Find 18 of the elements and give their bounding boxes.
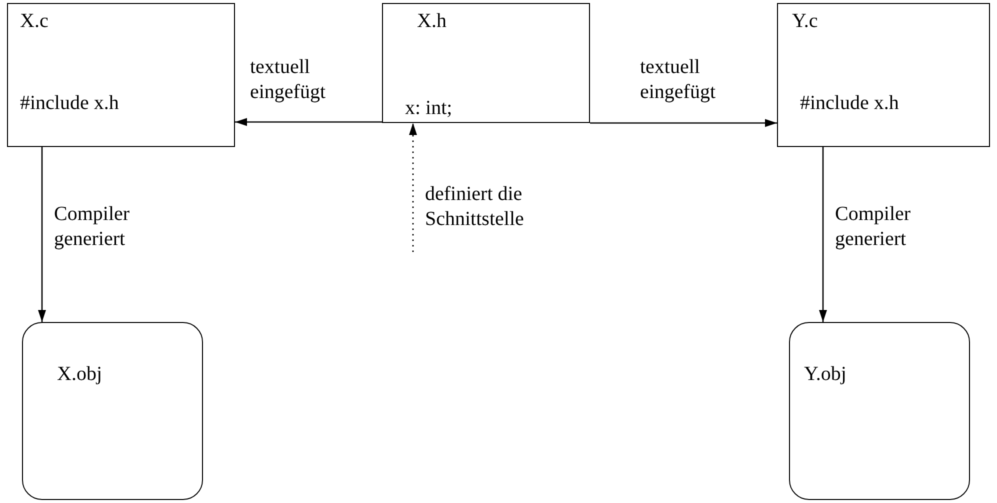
file-box [777, 3, 990, 147]
file-name: X.obj [57, 363, 102, 386]
code-line: #include x.h [800, 92, 899, 115]
arrow [819, 147, 827, 322]
arrow [590, 119, 777, 127]
arrow [235, 118, 382, 126]
file-name: X.h [417, 10, 446, 33]
file-box [7, 3, 235, 147]
arrow [38, 147, 46, 322]
file-name: Y.c [792, 10, 818, 33]
file-name: Y.obj [804, 363, 846, 386]
dotted-arrow [409, 123, 417, 252]
file-name: X.c [20, 10, 48, 33]
code-line: x: int; [405, 97, 452, 120]
file-box [382, 3, 590, 123]
object-file-box [789, 322, 970, 500]
object-file-box [22, 322, 203, 500]
code-line: #include x.h [20, 92, 119, 115]
